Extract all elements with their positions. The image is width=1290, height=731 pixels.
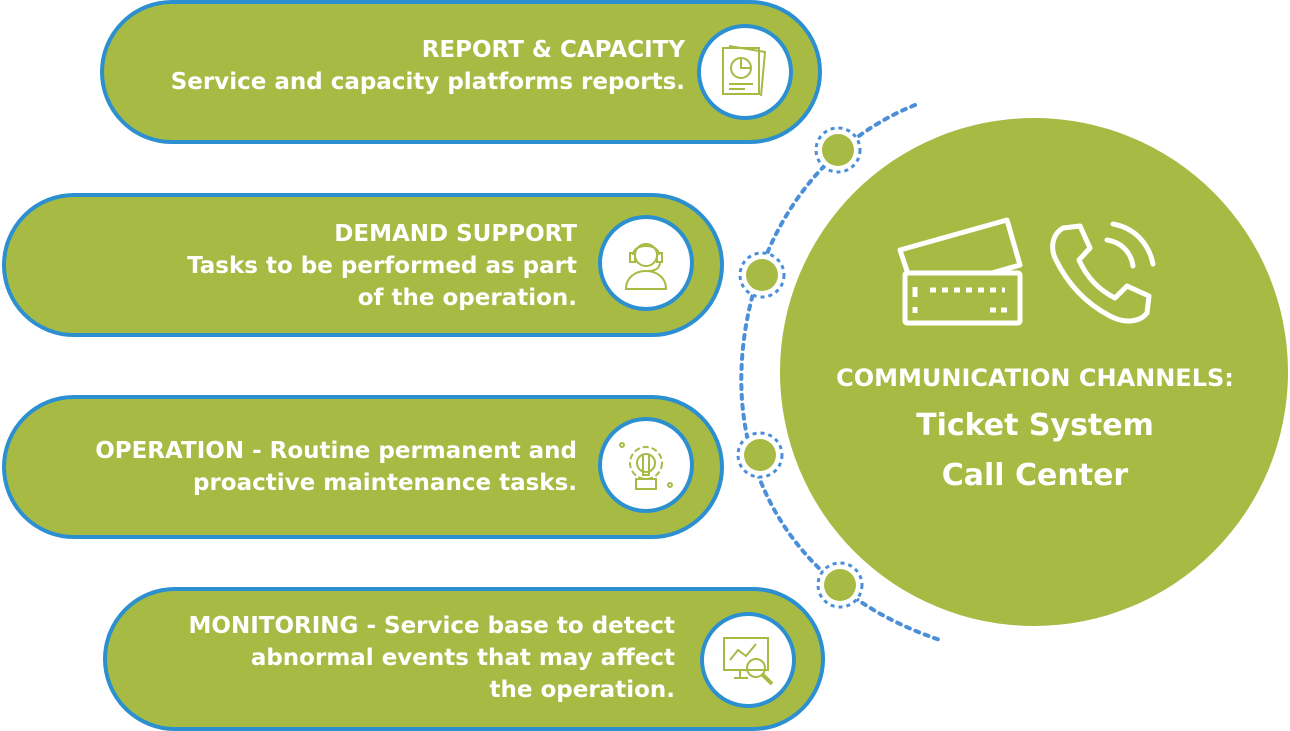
report-badge [697, 24, 793, 120]
channel-call-center: Call Center [941, 458, 1129, 493]
card-description: proactive maintenance tasks. [192, 470, 577, 496]
connector-node [738, 251, 786, 299]
card-description: of the operation. [357, 285, 577, 311]
card-title: REPORT & CAPACITY [421, 37, 685, 63]
monitor-search-icon [723, 637, 774, 686]
card-monitoring-text: MONITORING - Service base to detect abno… [75, 610, 675, 706]
card-description: the operation. [489, 677, 676, 703]
card-description: Service and capacity platforms reports. [170, 69, 685, 95]
card-operation-text: OPERATION - Routine permanent and proact… [0, 435, 577, 499]
operation-badge [598, 417, 694, 513]
report-chart-icon [722, 45, 767, 97]
connector-node [736, 431, 784, 479]
ticket-icon [897, 217, 1023, 326]
connector-node [816, 561, 864, 609]
connector-node [814, 126, 862, 174]
hub-heading: COMMUNICATION CHANNELS: [836, 364, 1234, 392]
monitoring-badge [700, 612, 796, 708]
card-description: Tasks to be performed as part [187, 253, 577, 279]
card-title-rest: - Routine permanent and [244, 438, 577, 464]
communication-hub [780, 118, 1288, 626]
card-title: DEMAND SUPPORT [334, 221, 577, 247]
card-title-rest: - Service base to detect [358, 613, 675, 639]
phone-icon [1050, 221, 1156, 324]
support-badge [598, 215, 694, 311]
card-report-text: REPORT & CAPACITY Service and capacity p… [125, 34, 685, 98]
gear-wrench-icon [619, 442, 673, 490]
channel-ticket-system: Ticket System [916, 408, 1154, 443]
support-agent-icon [624, 243, 668, 290]
card-title: OPERATION [95, 438, 245, 464]
card-demand-text: DEMAND SUPPORT Tasks to be performed as … [17, 218, 577, 314]
card-title: MONITORING [188, 613, 359, 639]
card-description: abnormal events that may affect [250, 645, 675, 671]
